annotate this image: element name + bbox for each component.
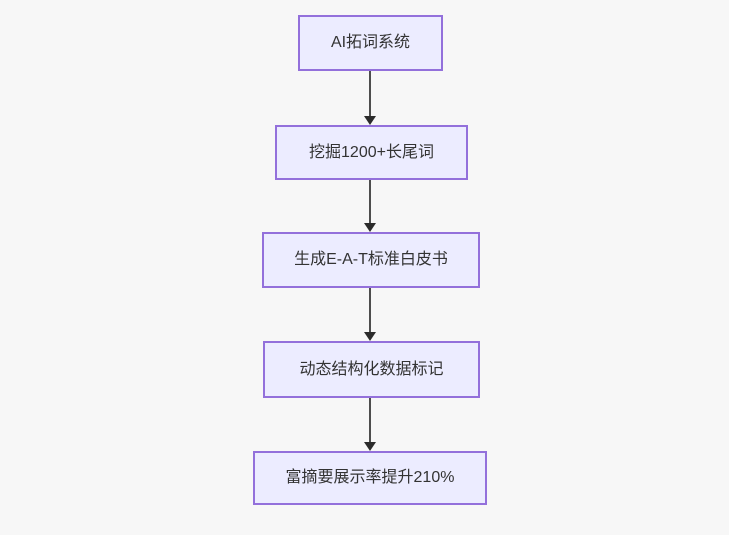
arrowhead-down-icon [364, 223, 376, 232]
flowchart-edge-4 [363, 398, 377, 451]
arrowhead-down-icon [364, 116, 376, 125]
edge-line [369, 288, 371, 332]
arrowhead-down-icon [364, 332, 376, 341]
node-label: 富摘要展示率提升210% [285, 469, 455, 487]
flowchart-edge-2 [363, 180, 377, 232]
edge-line [369, 71, 371, 116]
flowchart-node-structured-data: 动态结构化数据标记 [263, 341, 480, 398]
edge-line [369, 398, 371, 442]
flowchart-edge-1 [363, 71, 377, 125]
arrowhead-down-icon [364, 442, 376, 451]
flowchart-node-longtail-words: 挖掘1200+长尾词 [275, 125, 468, 180]
node-label: 动态结构化数据标记 [299, 360, 444, 378]
node-label: AI拓词系统 [330, 34, 411, 52]
node-label: 生成E-A-T标准白皮书 [294, 251, 448, 269]
edge-line [369, 180, 371, 223]
flowchart-edge-3 [363, 288, 377, 341]
flowchart-node-ai-system: AI拓词系统 [298, 15, 443, 71]
flowchart-node-eat-whitepaper: 生成E-A-T标准白皮书 [262, 232, 480, 288]
node-label: 挖掘1200+长尾词 [309, 143, 434, 161]
flowchart-node-rich-snippet-result: 富摘要展示率提升210% [253, 451, 487, 505]
